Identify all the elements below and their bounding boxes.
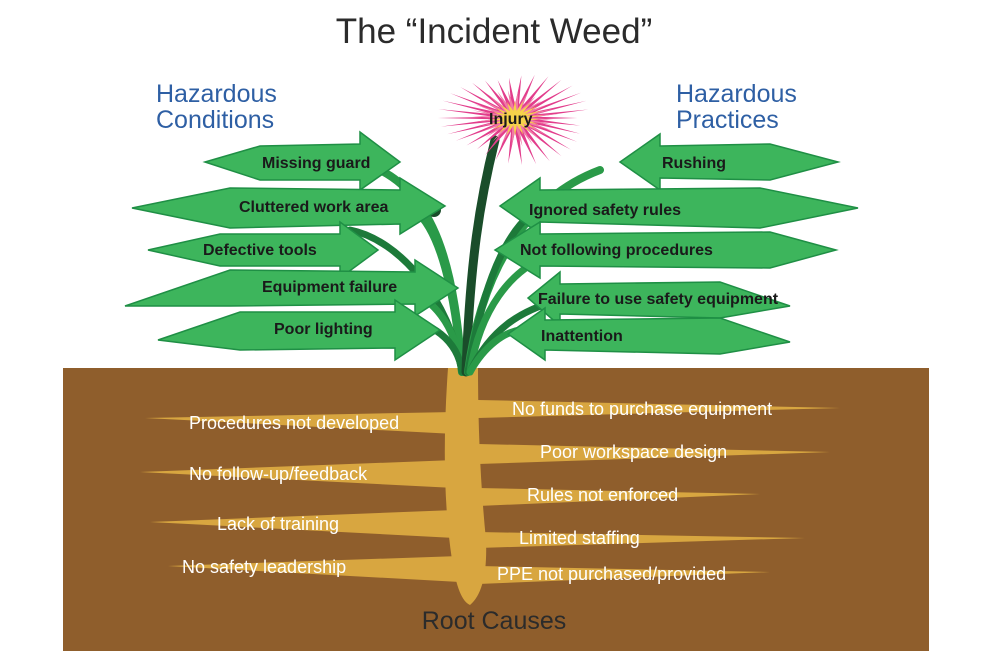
root-workspace [478, 444, 830, 464]
leaf-equipment-failure [124, 258, 460, 318]
right-header-line1: Hazardous [676, 80, 797, 108]
left-header-line1: Hazardous [156, 80, 277, 108]
root-label: PPE not purchased/provided [497, 564, 727, 584]
root-label: Limited staffing [519, 528, 640, 548]
left-column-header: Hazardous Conditions [156, 81, 277, 133]
right-header-line2: Practices [676, 106, 779, 134]
leaf-label: Missing guard [262, 155, 371, 172]
leaf-defective-tools [147, 220, 380, 280]
root-procedures [145, 412, 455, 434]
leaf-label: Cluttered work area [239, 199, 389, 216]
leaf-label: Not following procedures [520, 242, 713, 259]
right-column-header: Hazardous Practices [676, 81, 797, 133]
stem-center [461, 135, 500, 377]
leaf-label: Equipment failure [262, 279, 398, 296]
leaf-failure-equipment [526, 270, 791, 328]
leaf-inattention [506, 306, 791, 362]
root-staffing [478, 532, 805, 548]
leaf-cluttered [131, 176, 447, 236]
leaf-missing-guard [202, 130, 402, 192]
root-funds [478, 400, 840, 418]
leaf-label: Inattention [541, 328, 623, 345]
leaf-ignored-rules [498, 176, 859, 236]
root-label: Lack of training [217, 514, 340, 534]
main-taproot [444, 368, 487, 605]
diagram-title: The “Incident Weed” [335, 12, 653, 51]
root-label: No follow-up/feedback [189, 464, 368, 484]
leaf-label: Ignored safety rules [529, 202, 682, 219]
left-leaves [124, 130, 460, 362]
leaf-label: Rushing [662, 155, 726, 172]
injury-flower [437, 74, 589, 165]
root-ppe [478, 566, 770, 584]
right-leaves [493, 132, 859, 362]
root-system [140, 368, 840, 605]
root-follow-up [140, 460, 455, 488]
root-rules [478, 488, 760, 506]
root-training [150, 510, 455, 538]
leaf-label: Failure to use safety equipment [538, 291, 779, 308]
root-label: No funds to purchase equipment [512, 399, 773, 419]
root-leadership [168, 556, 460, 582]
left-header-line2: Conditions [156, 106, 275, 134]
leaf-label: Poor lighting [274, 321, 373, 338]
root-label: Rules not enforced [527, 485, 679, 505]
leaf-poor-lighting [157, 298, 442, 362]
flower-petal-layer [488, 100, 544, 136]
flower-label: Injury [489, 111, 533, 128]
leaf-not-following [493, 220, 839, 280]
leaf-rushing [618, 132, 841, 192]
leaf-label: Defective tools [203, 242, 317, 259]
root-label: No safety leadership [182, 557, 347, 577]
root-causes-label: Root Causes [421, 607, 567, 635]
root-label: Procedures not developed [189, 413, 400, 433]
root-label: Poor workspace design [540, 442, 728, 462]
